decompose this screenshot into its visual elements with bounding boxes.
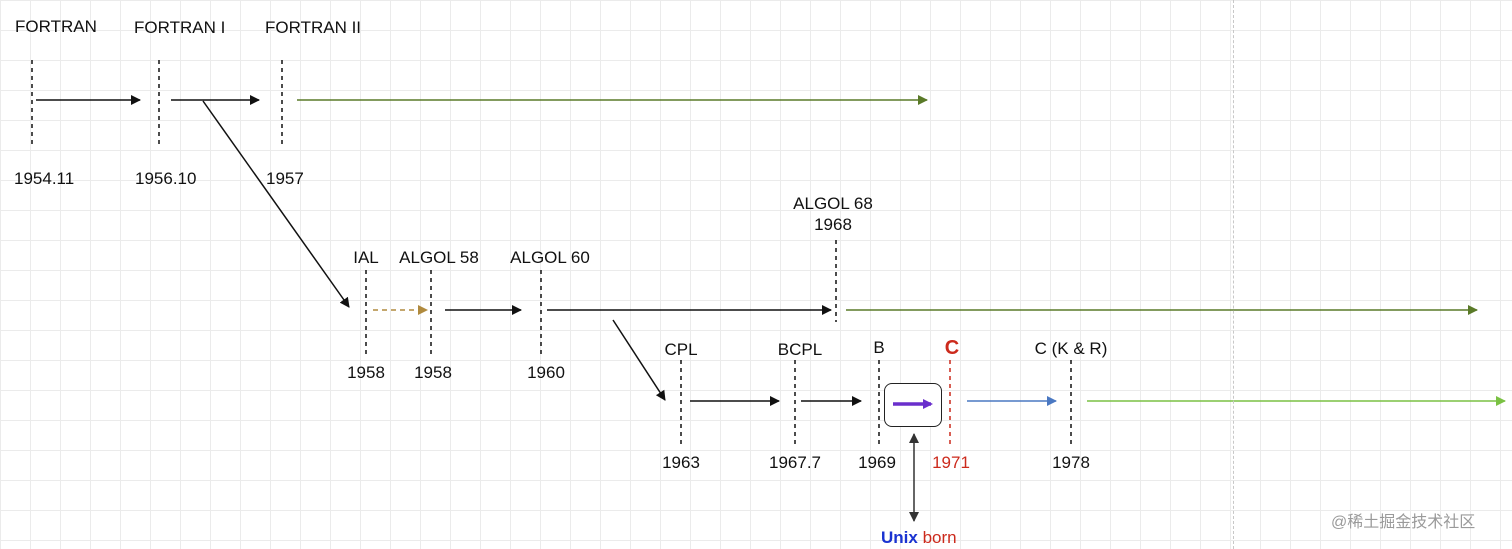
born-word: born [917, 528, 957, 547]
year-c: 1971 [932, 453, 970, 472]
b-to-c-box [884, 383, 942, 427]
label-c-kr: C (K & R) [1034, 339, 1108, 358]
label-fortran: FORTRAN [15, 17, 97, 36]
label-b: B [873, 338, 885, 357]
label-algol-58: ALGOL 58 [399, 248, 479, 267]
label-cpl: CPL [664, 340, 698, 359]
year-bcpl: 1967.7 [769, 453, 821, 472]
label-algol-60: ALGOL 60 [510, 248, 590, 267]
arrow-fortran-i-to-ial [202, 100, 350, 308]
year-c-kr: 1978 [1052, 453, 1090, 472]
arrow-algol-60-to-cpl [612, 319, 666, 401]
year-algol-58: 1958 [414, 363, 452, 382]
year-algol-60: 1960 [527, 363, 565, 382]
unix-born-label: Unix born [881, 528, 957, 548]
year-fortran-ii: 1957 [266, 169, 304, 188]
label-c: C [944, 337, 960, 359]
year-b: 1969 [858, 453, 896, 472]
page-divider [1233, 0, 1234, 549]
label-fortran-ii: FORTRAN II [265, 18, 362, 37]
watermark: @稀土掘金技术社区 [1331, 514, 1476, 531]
label-fortran-i: FORTRAN I [134, 18, 226, 37]
year-algol-68: 1968 [814, 215, 852, 234]
label-algol-68: ALGOL 68 [793, 194, 873, 213]
year-ial: 1958 [347, 363, 385, 382]
year-fortran: 1954.11 [14, 169, 75, 188]
label-ial: IAL [353, 248, 379, 267]
purple-arrow-icon [893, 399, 933, 409]
year-fortran-i: 1956.10 [135, 169, 197, 188]
label-bcpl: BCPL [777, 340, 823, 359]
unix-word: Unix [881, 528, 918, 547]
year-cpl: 1963 [662, 453, 700, 472]
